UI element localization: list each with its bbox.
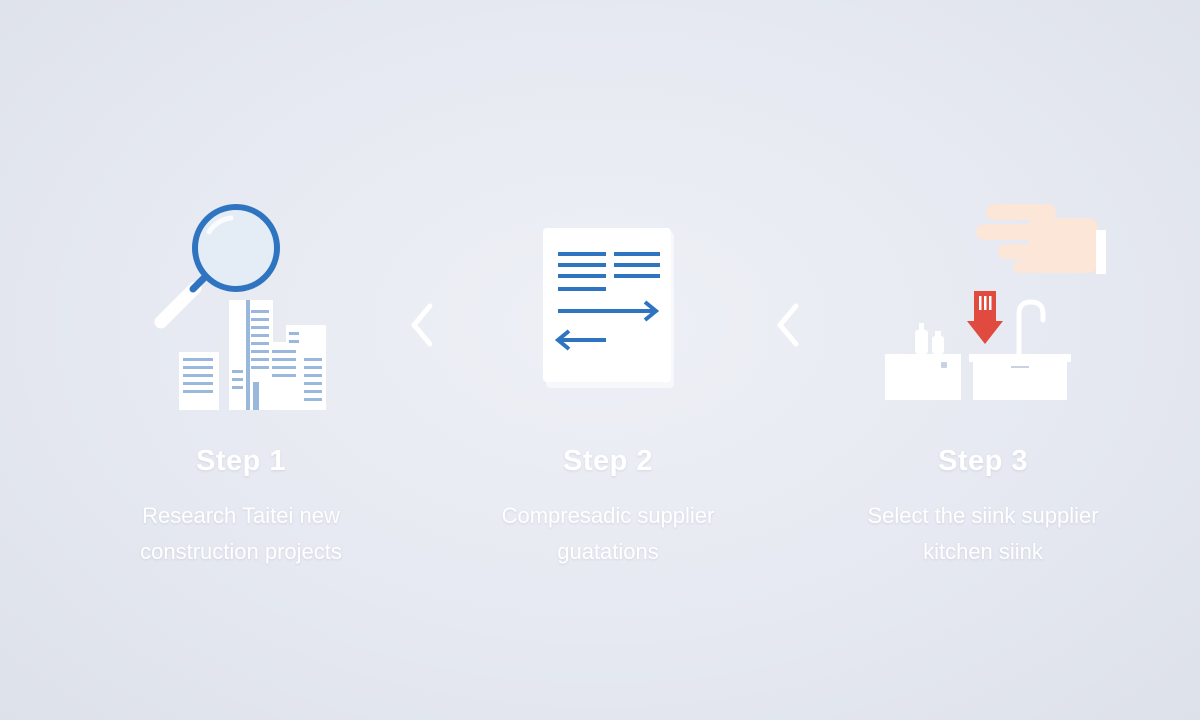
step-description-line: Research Taitei new: [142, 503, 340, 528]
step-3: Step 3 Select the siink supplier kitchen…: [823, 190, 1143, 590]
step-title: Step 3: [937, 445, 1029, 477]
step-description: Research Taitei new construction project…: [81, 498, 401, 570]
magnifier-buildings-icon: [81, 190, 401, 420]
step-title: Step 2: [562, 445, 654, 477]
step-description-line: Select the siink supplier: [867, 503, 1099, 528]
step-description-line: guatations: [557, 539, 659, 564]
chevron-left-icon: [770, 300, 804, 350]
step-description-line: construction projects: [140, 539, 342, 564]
document-arrows-icon: [448, 190, 768, 420]
step-title: Step 1: [195, 445, 287, 477]
chevron-left-icon: [404, 300, 438, 350]
step-1: Step 1 Research Taitei new construction …: [81, 190, 401, 590]
hand-sink-icon: [823, 190, 1143, 420]
step-description-line: kitchen siink: [923, 539, 1043, 564]
step-description: Select the siink supplier kitchen siink: [823, 498, 1143, 570]
step-description: Compresadic supplier guatations: [448, 498, 768, 570]
step-2: Step 2 Compresadic supplier guatations: [448, 190, 768, 590]
step-description-line: Compresadic supplier: [501, 503, 715, 528]
